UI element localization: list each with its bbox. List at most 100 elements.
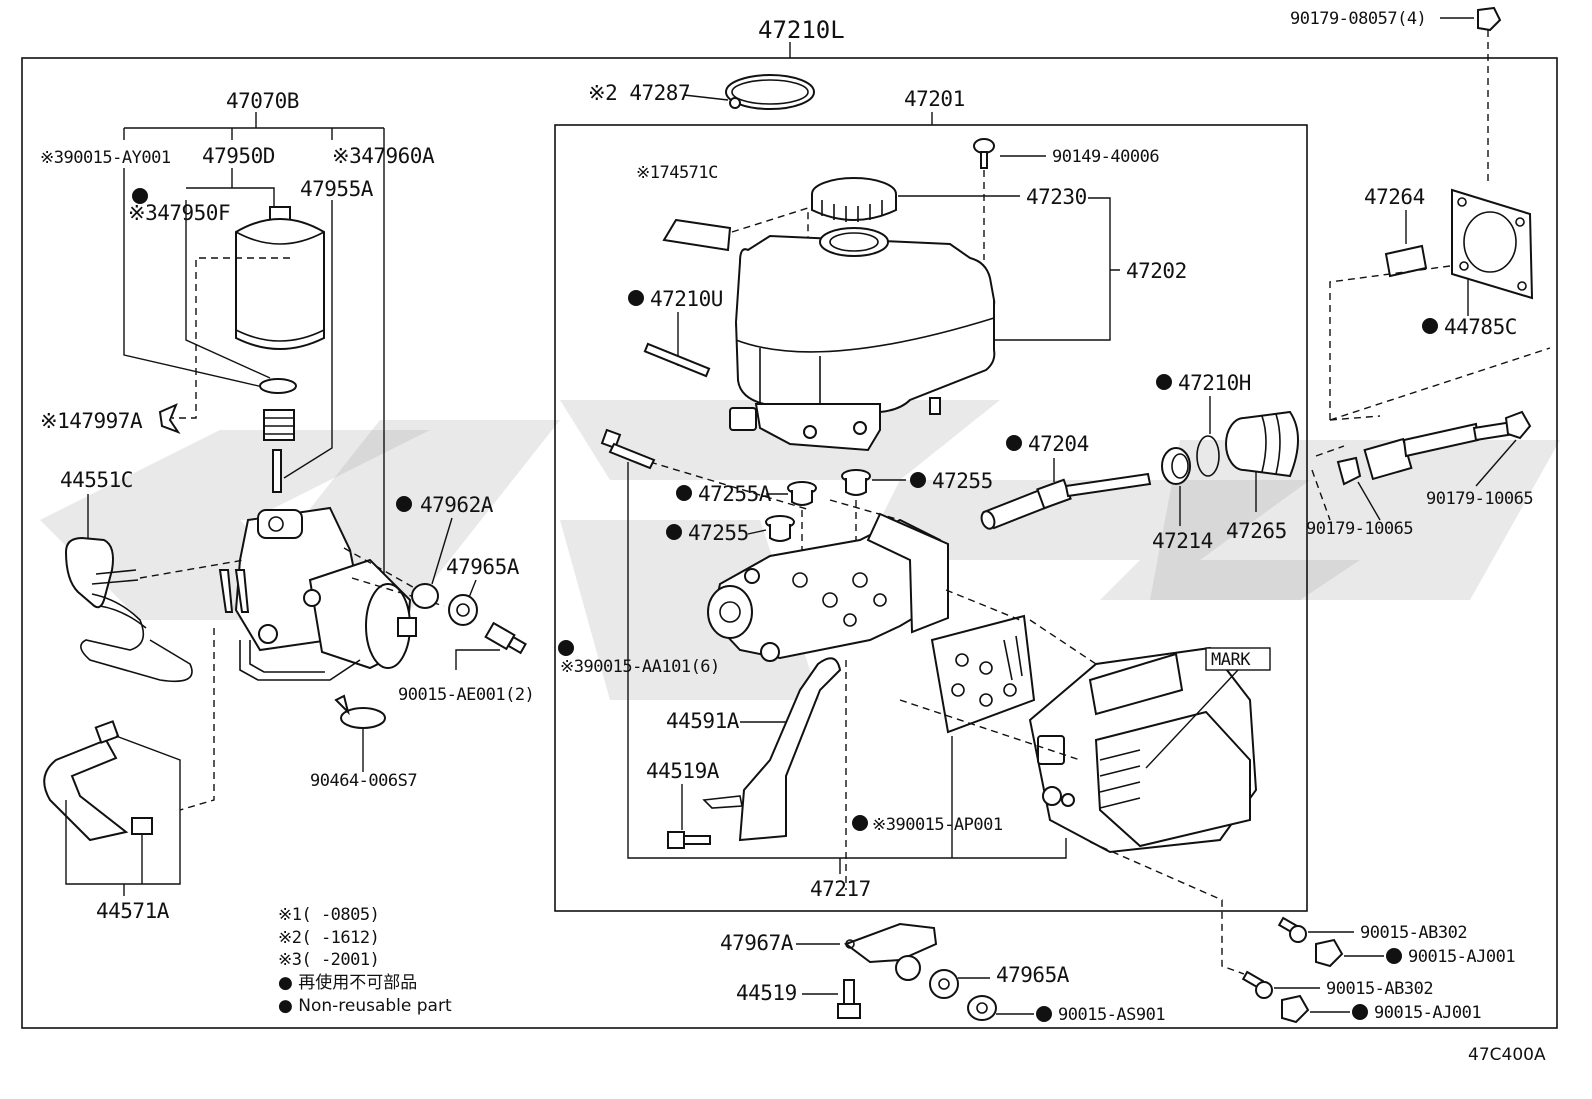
label-47210U: 47210U [650,287,723,311]
label-90179-10065-upper: 90179-10065 [1426,489,1533,509]
hydraulic-block [707,512,949,662]
nut-90179-08057 [1477,6,1502,32]
label-90015-AS901: 90015-AS901 [1058,1005,1165,1025]
label-47265: 47265 [1226,519,1287,543]
bracket-44591A [738,657,842,842]
label-47967A: 47967A [720,931,794,955]
washer-90015-AS901 [967,995,997,1021]
nonreusable-dot-90015-AJ001-a [1386,948,1402,964]
label-plate-74571C [662,218,732,252]
plug-47255-lower [765,515,795,542]
nonreusable-dot-44785C [1422,318,1438,334]
label-47204: 47204 [1028,432,1089,456]
note-2: ※2( -1612) [278,928,379,948]
nonreusable-dot-47950F [132,188,148,204]
label-44591A: 44591A [666,709,740,733]
bolt-44519A [667,831,711,849]
accumulator [235,206,325,493]
reservoir-47202 [729,227,996,452]
label-90179-08057: 90179-08057(4) [1290,9,1426,29]
note-nonreusable-en: ● Non-reusable part [278,996,452,1016]
label-47255-b: 47255 [688,521,749,545]
nonreusable-dot-90015-AS901 [1036,1006,1052,1022]
nut-90015-AJ001-a [1315,938,1344,968]
label-47264: 47264 [1364,185,1425,209]
label-47201: 47201 [904,87,965,111]
label-47202: 47202 [1126,259,1187,283]
label-47230: 47230 [1026,185,1087,209]
label-44519: 44519 [736,981,797,1005]
cap-47230 [811,177,897,222]
plug-47255A [787,481,817,506]
nonreusable-dot-47204 [1006,435,1022,451]
seal-47962A [411,583,439,609]
label-44571A: 44571A [96,899,170,923]
mark-label: MARK [1211,650,1251,670]
ecu-unit [1028,646,1258,854]
label-47217: 47217 [810,877,871,901]
nonreusable-dot-47255-a [910,472,926,488]
clip-47997A [158,403,181,435]
boot-47265 [1225,410,1299,478]
assembly-label: 47210L [758,16,845,44]
nonreusable-dot-90015-AP001 [852,815,868,831]
label-47962A: 47962A [420,493,494,517]
label-90149: 90149-40006 [1052,147,1159,167]
label-47210H: 47210H [1178,371,1251,395]
label-44519A: 44519A [646,759,720,783]
bolt-90015-AB302-b [1241,970,1273,999]
label-44785C: 44785C [1444,315,1517,339]
label-90179-10065-lower: 90179-10065 [1306,519,1413,539]
note-nonreusable-jp: ● 再使用不可部品 [278,972,417,993]
label-47960A: ※347960A [332,144,435,168]
nonreusable-dot-47210U [628,290,644,306]
label-90015-AY001: ※390015-AY001 [40,148,171,168]
hose-44571A [43,720,153,842]
label-47955A: 47955A [300,177,374,201]
label-90015-AB302-a: 90015-AB302 [1360,923,1467,943]
label-47965A-bottom: 47965A [996,963,1070,987]
label-47255-a: 47255 [932,469,993,493]
label-47070B: 47070B [226,89,299,113]
label-90015-AA101: ※390015-AA101(6) [560,657,720,677]
label-44551C: 44551C [60,468,133,492]
nonreusable-dot-90015-AJ001-b [1352,1004,1368,1020]
oring-47210H [1196,435,1220,477]
label-47950D: 47950D [202,144,275,168]
nonreusable-dot-47210H [1156,374,1172,390]
pin-47210U [643,342,711,378]
plug-47965A-top [448,594,478,626]
bolt-90015-AA101 [600,428,656,470]
ring-47287 [725,74,815,110]
label-90015-AE001: 90015-AE001(2) [398,685,534,705]
inner-frame-47201 [554,124,1308,912]
bolt-44519 [837,979,861,1019]
label-47287: ※2 47287 [588,81,690,105]
note-1: ※1( -0805) [278,905,379,925]
label-47255A: 47255A [698,482,772,506]
seal-47214 [1161,447,1191,485]
screw-90149 [973,138,995,169]
nonreusable-dot-47962A [396,496,412,512]
pump-motor [218,506,417,681]
label-47214: 47214 [1152,529,1213,553]
label-74571C: ※174571C [636,163,718,183]
label-90015-AJ001-b: 90015-AJ001 [1374,1003,1481,1023]
clamp-90464 [334,694,386,729]
gasket-44785C [1451,188,1534,300]
hose-44551C [64,536,114,609]
note-3: ※3( -2001) [278,950,379,970]
clip-47264 [1384,244,1428,278]
label-47950F: ※347950F [128,201,230,225]
label-90464: 90464-006S7 [310,771,417,791]
nonreusable-dot-47255-b [666,524,682,540]
plug-47255-upper [841,469,871,496]
nonreusable-dot-90015-AA101 [558,640,574,656]
nonreusable-dot-47255A [676,485,692,501]
label-90015-AP001: ※390015-AP001 [872,815,1003,835]
label-90015-AB302-b: 90015-AB302 [1326,979,1433,999]
nut-90015-AJ001-b [1281,994,1310,1024]
grommet-47965A-bottom [895,955,959,999]
label-47965A-top: 47965A [446,555,520,579]
